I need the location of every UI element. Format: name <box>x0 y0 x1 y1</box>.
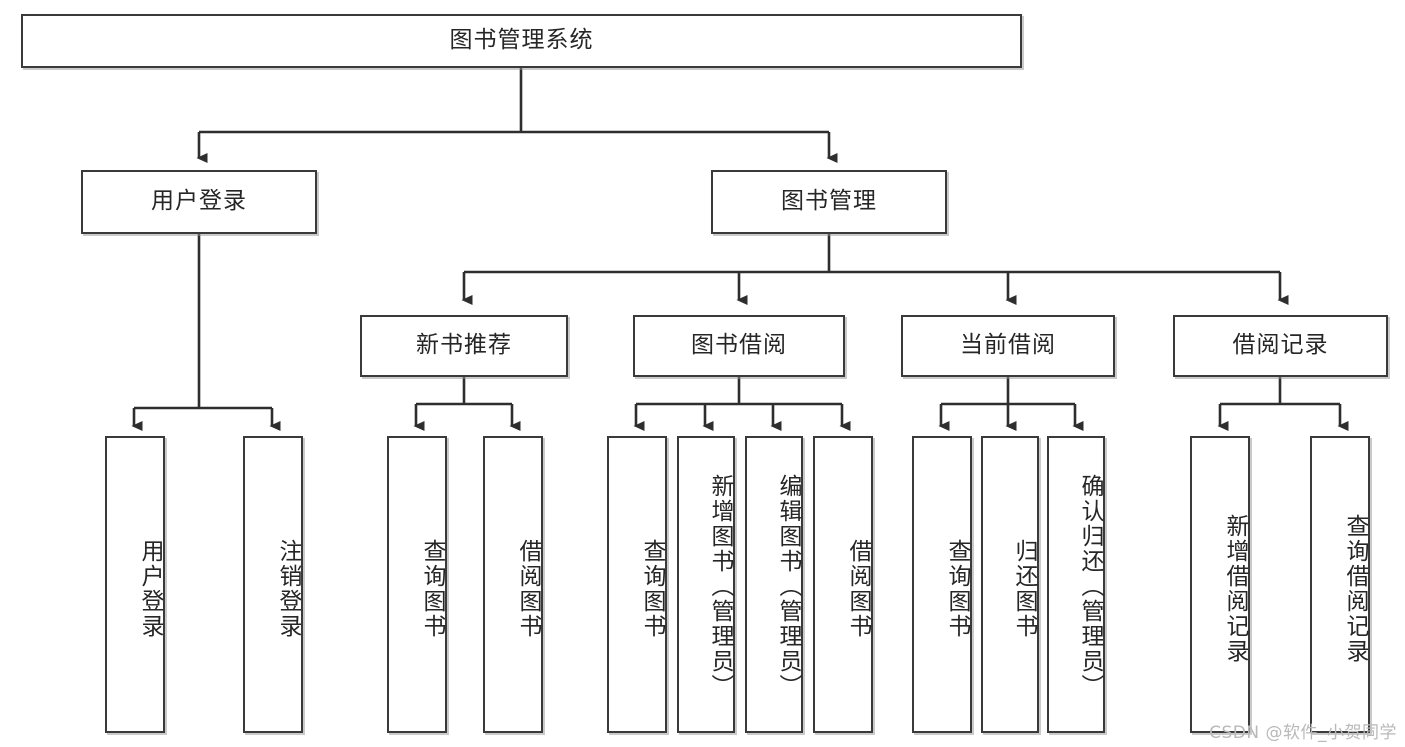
node-leaf-confirm-return-label: 确认归还（管理员） <box>1077 474 1103 699</box>
node-leaf-query-book-1-label: 查询图书 <box>419 538 445 639</box>
node-leaf-query-book-3[interactable]: 查询图书 <box>912 436 972 733</box>
node-leaf-logout-label: 注销登录 <box>275 538 301 639</box>
node-leaf-user-login[interactable]: 用户登录 <box>105 436 165 733</box>
node-book-borrow-label: 图书借阅 <box>691 332 787 359</box>
node-leaf-query-book-3-label: 查询图书 <box>944 538 970 639</box>
node-leaf-query-record[interactable]: 查询借阅记录 <box>1310 436 1370 733</box>
node-user-login[interactable]: 用户登录 <box>81 170 317 234</box>
node-leaf-borrow-book-1-label: 借阅图书 <box>515 538 541 639</box>
node-borrow-record-label: 借阅记录 <box>1232 332 1329 359</box>
node-book-manage[interactable]: 图书管理 <box>711 170 947 234</box>
node-new-book-recommend[interactable]: 新书推荐 <box>360 315 568 377</box>
node-leaf-return-book-label: 归还图书 <box>1011 538 1037 639</box>
node-book-borrow[interactable]: 图书借阅 <box>633 315 845 377</box>
node-leaf-query-book-2[interactable]: 查询图书 <box>607 436 667 733</box>
node-leaf-add-book-label: 新增图书（管理员） <box>707 474 733 699</box>
node-root-label: 图书管理系统 <box>449 27 594 54</box>
node-leaf-borrow-book-1[interactable]: 借阅图书 <box>483 436 543 733</box>
node-current-borrow-label: 当前借阅 <box>960 332 1056 359</box>
watermark: CSDN @软件_小贺同学 <box>1209 723 1397 743</box>
node-current-borrow[interactable]: 当前借阅 <box>901 315 1115 377</box>
node-leaf-confirm-return[interactable]: 确认归还（管理员） <box>1047 436 1105 733</box>
node-leaf-query-record-label: 查询借阅记录 <box>1342 513 1368 664</box>
node-root[interactable]: 图书管理系统 <box>21 14 1022 68</box>
node-borrow-record[interactable]: 借阅记录 <box>1173 315 1388 377</box>
node-leaf-edit-book[interactable]: 编辑图书（管理员） <box>745 436 803 733</box>
node-leaf-add-record[interactable]: 新增借阅记录 <box>1190 436 1250 733</box>
node-leaf-query-book-2-label: 查询图书 <box>639 538 665 639</box>
node-leaf-borrow-book-2[interactable]: 借阅图书 <box>813 436 873 733</box>
node-book-manage-label: 图书管理 <box>781 188 877 215</box>
node-leaf-query-book-1[interactable]: 查询图书 <box>387 436 447 733</box>
node-leaf-return-book[interactable]: 归还图书 <box>981 436 1039 733</box>
node-leaf-logout[interactable]: 注销登录 <box>243 436 303 733</box>
node-leaf-user-login-label: 用户登录 <box>137 538 163 639</box>
node-user-login-label: 用户登录 <box>151 188 247 215</box>
node-new-book-recommend-label: 新书推荐 <box>416 332 512 359</box>
node-leaf-add-book[interactable]: 新增图书（管理员） <box>677 436 735 733</box>
node-leaf-edit-book-label: 编辑图书（管理员） <box>775 474 801 699</box>
node-leaf-borrow-book-2-label: 借阅图书 <box>845 538 871 639</box>
node-leaf-add-record-label: 新增借阅记录 <box>1222 513 1248 664</box>
